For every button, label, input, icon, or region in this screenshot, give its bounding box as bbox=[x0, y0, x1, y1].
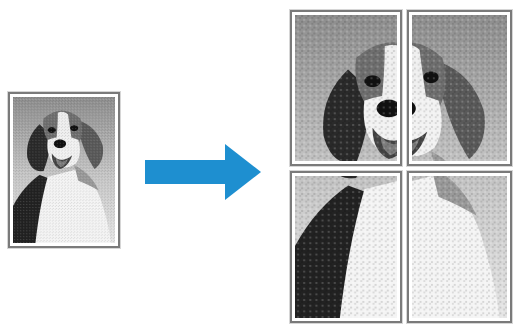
tile-bottom-left bbox=[290, 171, 402, 323]
original-page-thumbnail bbox=[8, 92, 120, 248]
arrow-shape bbox=[145, 144, 261, 200]
tile-bottom-right bbox=[407, 171, 512, 323]
right-arrow-icon bbox=[145, 140, 263, 204]
beagle-photo-icon bbox=[13, 97, 115, 243]
tile-image-top-right bbox=[412, 15, 507, 161]
tile-image-bottom-left bbox=[295, 176, 397, 318]
tile-image-top-left bbox=[295, 15, 397, 161]
tile-top-left bbox=[290, 10, 402, 166]
tile-top-right bbox=[407, 10, 512, 166]
tile-image-bottom-right bbox=[412, 176, 507, 318]
